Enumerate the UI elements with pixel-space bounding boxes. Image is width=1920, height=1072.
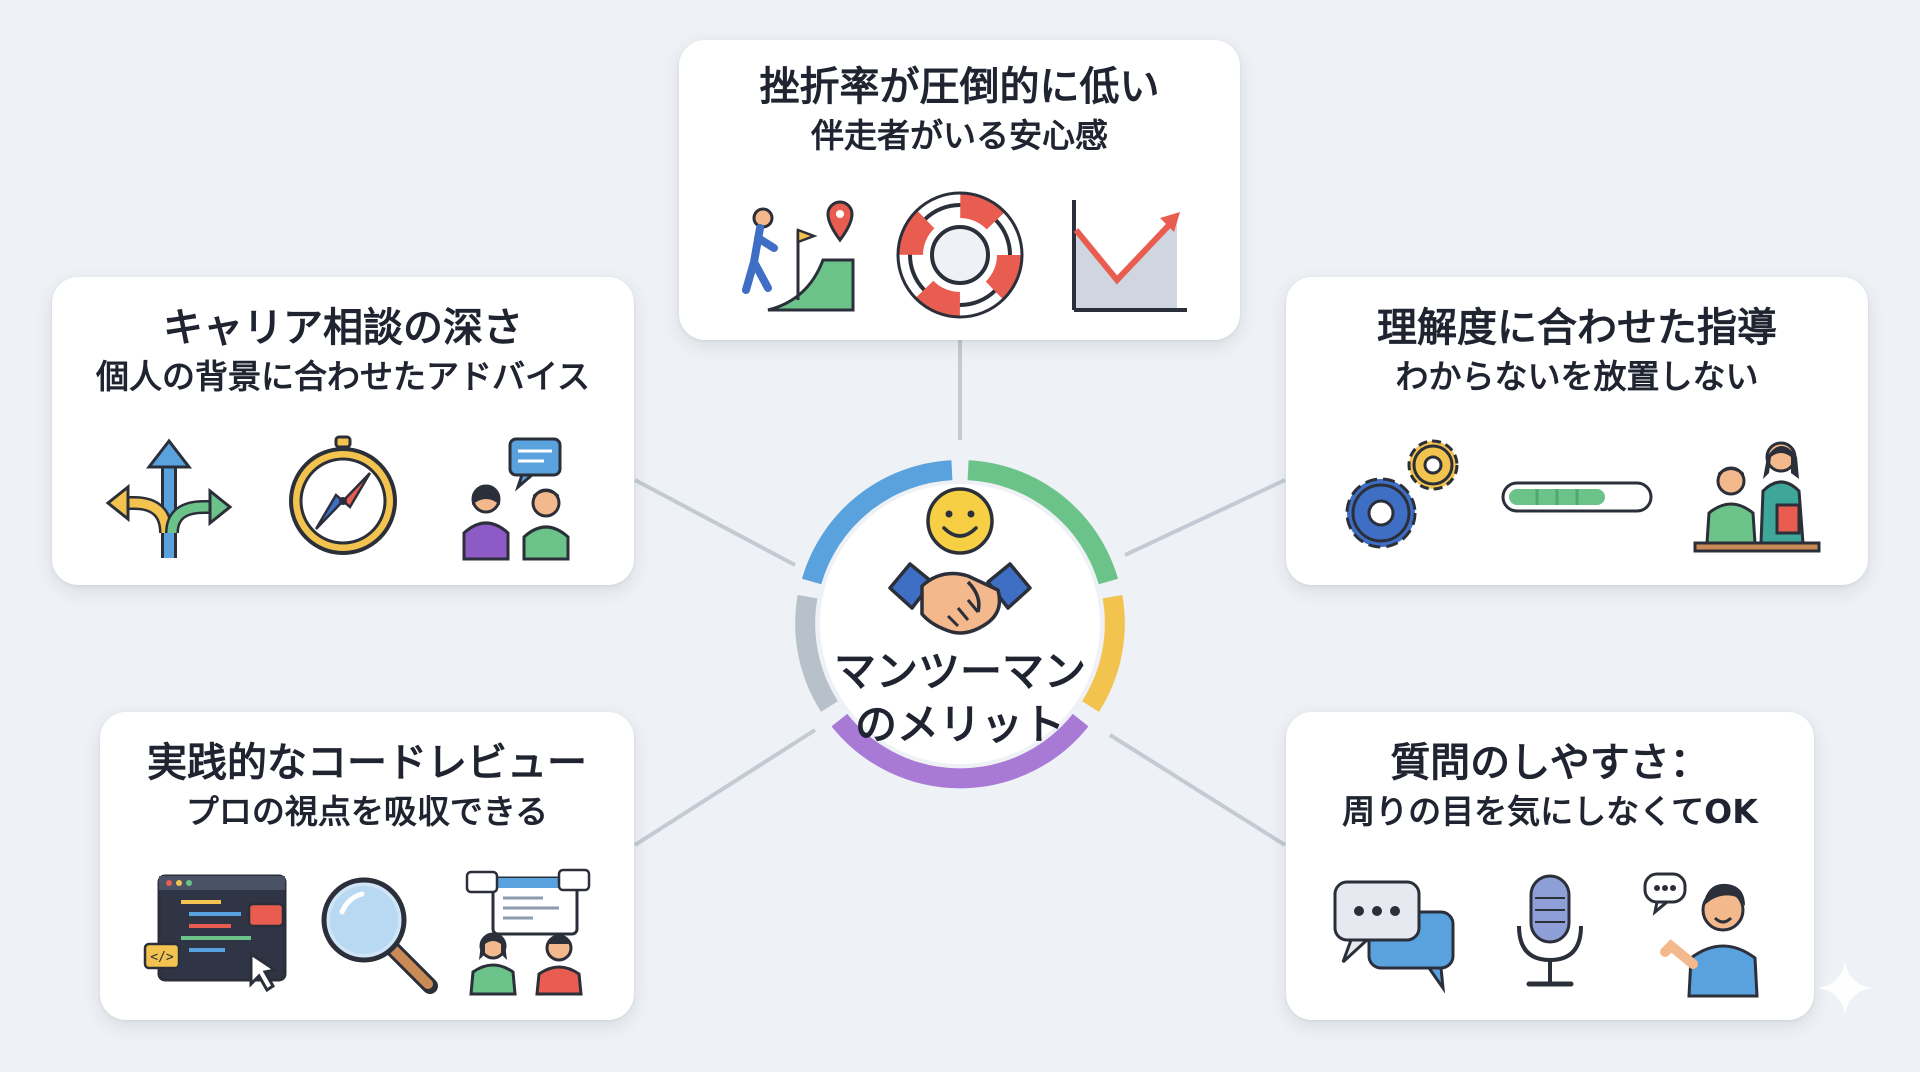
teacher-student-icon [1693,441,1821,553]
microphone-icon [1517,874,1583,987]
connector-left-lower [633,728,817,847]
card-low-dropout: 挫折率が圧倒的に低い 伴走者がいる安心感 [679,40,1240,340]
connector-right-upper [1124,478,1286,557]
progress-bar-icon [1501,481,1653,513]
center-title-line1: マンツーマン [833,647,1086,696]
center-title: マンツーマン のメリット [772,646,1148,751]
card-title: キャリア相談の深さ [163,305,523,351]
card-title: 実践的なコードレビュー [147,740,587,786]
consultation-people-icon [462,437,570,561]
card-easy-questions: 質問のしやすさ： 周りの目を気にしなくてOK [1286,712,1814,1020]
card-subtitle: わからないを放置しない [1395,357,1759,396]
lifebuoy-icon [896,191,1023,319]
connector-right-lower [1108,733,1287,847]
rising-trend-chart-icon [1071,200,1187,312]
card-title: 挫折率が圧倒的に低い [759,64,1160,110]
handshake-icon [888,562,1032,635]
card-code-review: 実践的なコードレビュー プロの視点を吸収できる </> [100,712,634,1020]
branching-arrows-icon [105,438,233,558]
magnifier-icon [321,877,438,994]
chat-bubbles-icon [1333,880,1455,994]
smiley-face-icon [926,487,994,555]
svg-text:</>: </> [150,950,174,965]
card-adaptive-teaching: 理解度に合わせた指導 わからないを放置しない [1286,277,1868,585]
code-editor-icon: </> [143,874,287,993]
card-subtitle: 周りの目を気にしなくてOK [1342,792,1758,831]
card-subtitle: 個人の背景に合わせたアドバイス [95,357,590,396]
card-career-consulting: キャリア相談の深さ 個人の背景に合わせたアドバイス [52,277,634,585]
card-title: 理解度に合わせた指導 [1377,305,1777,351]
center-hub: マンツーマン のメリット [772,436,1148,812]
center-title-line2: のメリット [854,699,1065,749]
card-subtitle: プロの視点を吸収できる [185,792,549,831]
connector-left-upper [634,478,796,567]
center-ring [795,460,1125,789]
code-review-people-icon [466,868,591,996]
speaking-person-icon [1643,872,1759,998]
compass-icon [289,435,397,555]
card-subtitle: 伴走者がいる安心感 [811,116,1108,155]
gears-icon [1345,439,1459,549]
sparkle-watermark-icon [1817,960,1873,1016]
hiker-with-mentor-flag-icon [741,200,854,312]
card-title: 質問のしやすさ： [1390,740,1710,786]
